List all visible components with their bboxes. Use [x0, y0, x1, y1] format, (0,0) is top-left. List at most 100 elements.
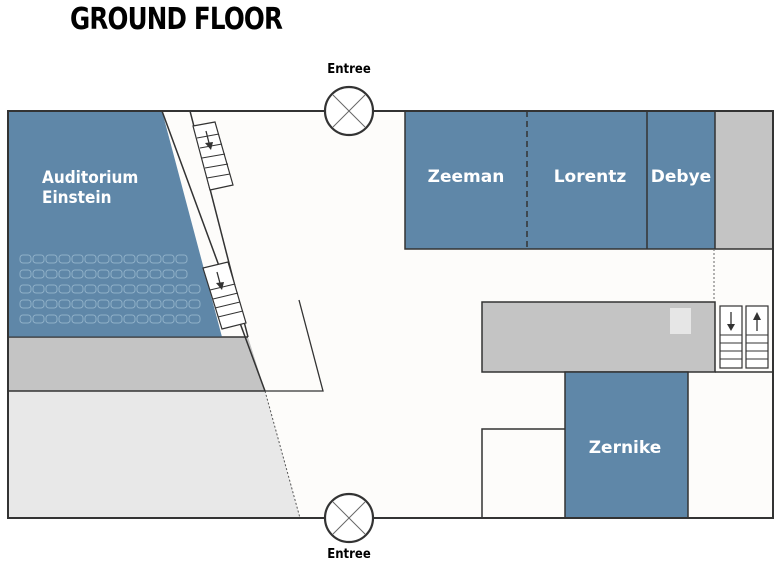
stair-down-icon[interactable]: [719, 305, 743, 369]
auditorium-seat: [19, 269, 32, 279]
auditorium-seat: [84, 254, 97, 264]
auditorium-seat: [32, 299, 45, 309]
page-title: GROUND FLOOR: [70, 2, 283, 37]
building-outline: [7, 110, 774, 519]
auditorium-seat: [136, 254, 149, 264]
auditorium-seat: [32, 254, 45, 264]
auditorium-seat: [175, 314, 188, 324]
auditorium-label-line1: Auditorium: [42, 167, 138, 187]
auditorium-seat: [149, 314, 162, 324]
auditorium-seat: [136, 299, 149, 309]
auditorium-seat: [149, 284, 162, 294]
auditorium-seat: [175, 284, 188, 294]
auditorium-seat: [188, 284, 201, 294]
entrance-label-bottom: Entree: [327, 547, 371, 562]
auditorium-seat: [58, 269, 71, 279]
room-label-zernike: Zernike: [589, 438, 662, 458]
auditorium-seat: [110, 299, 123, 309]
auditorium-seat: [97, 254, 110, 264]
lower-left-zone: [8, 391, 300, 518]
room-label-lorentz: Lorentz: [554, 167, 627, 187]
entrance-label-top: Entree: [327, 62, 371, 77]
auditorium-seat: [84, 314, 97, 324]
auditorium-seat: [19, 284, 32, 294]
auditorium-seat: [110, 254, 123, 264]
auditorium-seat: [84, 299, 97, 309]
auditorium-seat: [123, 254, 136, 264]
auditorium-seat: [58, 314, 71, 324]
auditorium-seat: [162, 314, 175, 324]
service-core-window: [670, 308, 691, 334]
stair-down-icon[interactable]: [202, 261, 247, 330]
auditorium-seat: [175, 299, 188, 309]
auditorium-label-line2: Einstein: [42, 187, 111, 207]
small-room-outline: [481, 428, 565, 518]
auditorium-seat: [123, 299, 136, 309]
room-zeeman[interactable]: [405, 111, 527, 249]
auditorium-seat: [19, 254, 32, 264]
auditorium-seat: [123, 269, 136, 279]
auditorium-foyer-band: [8, 337, 265, 391]
stair-up-icon[interactable]: [745, 305, 769, 369]
auditorium-seat: [58, 284, 71, 294]
auditorium-seat: [110, 314, 123, 324]
auditorium-seat: [58, 254, 71, 264]
auditorium-seat: [110, 269, 123, 279]
auditorium-seat: [162, 299, 175, 309]
auditorium-seat: [45, 284, 58, 294]
auditorium-seat: [45, 254, 58, 264]
room-lorentz[interactable]: [527, 111, 647, 249]
room-label-zeeman: Zeeman: [428, 167, 505, 187]
auditorium-seat: [32, 284, 45, 294]
auditorium-seat: [97, 314, 110, 324]
entrance-door-icon[interactable]: [323, 492, 375, 544]
auditorium-seat: [45, 314, 58, 324]
auditorium-seat: [188, 314, 201, 324]
auditorium-seat: [84, 284, 97, 294]
corridor-partition: [265, 299, 324, 392]
auditorium-seat: [19, 314, 32, 324]
auditorium-seat: [136, 269, 149, 279]
auditorium-seat: [123, 284, 136, 294]
auditorium-seat: [149, 299, 162, 309]
auditorium-seat: [175, 254, 188, 264]
auditorium-seat: [71, 254, 84, 264]
room-auditorium-einstein[interactable]: [8, 111, 222, 337]
auditorium-seat: [188, 299, 201, 309]
service-room-top-right: [715, 111, 773, 249]
entrance-door-icon[interactable]: [323, 85, 375, 137]
auditorium-seat: [110, 284, 123, 294]
auditorium-diagonal-wall: [161, 110, 266, 392]
auditorium-seat: [149, 254, 162, 264]
auditorium-seat: [71, 284, 84, 294]
auditorium-seat: [97, 284, 110, 294]
auditorium-seat: [97, 269, 110, 279]
auditorium-seat: [58, 299, 71, 309]
auditorium-seating: [19, 254, 201, 324]
room-label-debye: Debye: [651, 167, 711, 187]
auditorium-seat: [71, 314, 84, 324]
auditorium-seat: [162, 269, 175, 279]
stair-down-icon[interactable]: [192, 121, 234, 191]
auditorium-seat: [19, 299, 32, 309]
auditorium-seat: [32, 269, 45, 279]
auditorium-seat: [136, 314, 149, 324]
auditorium-seat: [136, 284, 149, 294]
room-debye[interactable]: [647, 111, 715, 249]
auditorium-seat: [97, 299, 110, 309]
auditorium-seat: [175, 269, 188, 279]
auditorium-seat: [123, 314, 136, 324]
auditorium-seat: [162, 254, 175, 264]
auditorium-seat: [32, 314, 45, 324]
auditorium-seat: [45, 269, 58, 279]
auditorium-seat: [162, 284, 175, 294]
dotted-partition: [264, 390, 301, 519]
auditorium-seat: [149, 269, 162, 279]
auditorium-seat: [45, 299, 58, 309]
auditorium-seat: [71, 299, 84, 309]
room-zernike[interactable]: [564, 371, 689, 519]
auditorium-seat: [84, 269, 97, 279]
auditorium-seat: [71, 269, 84, 279]
